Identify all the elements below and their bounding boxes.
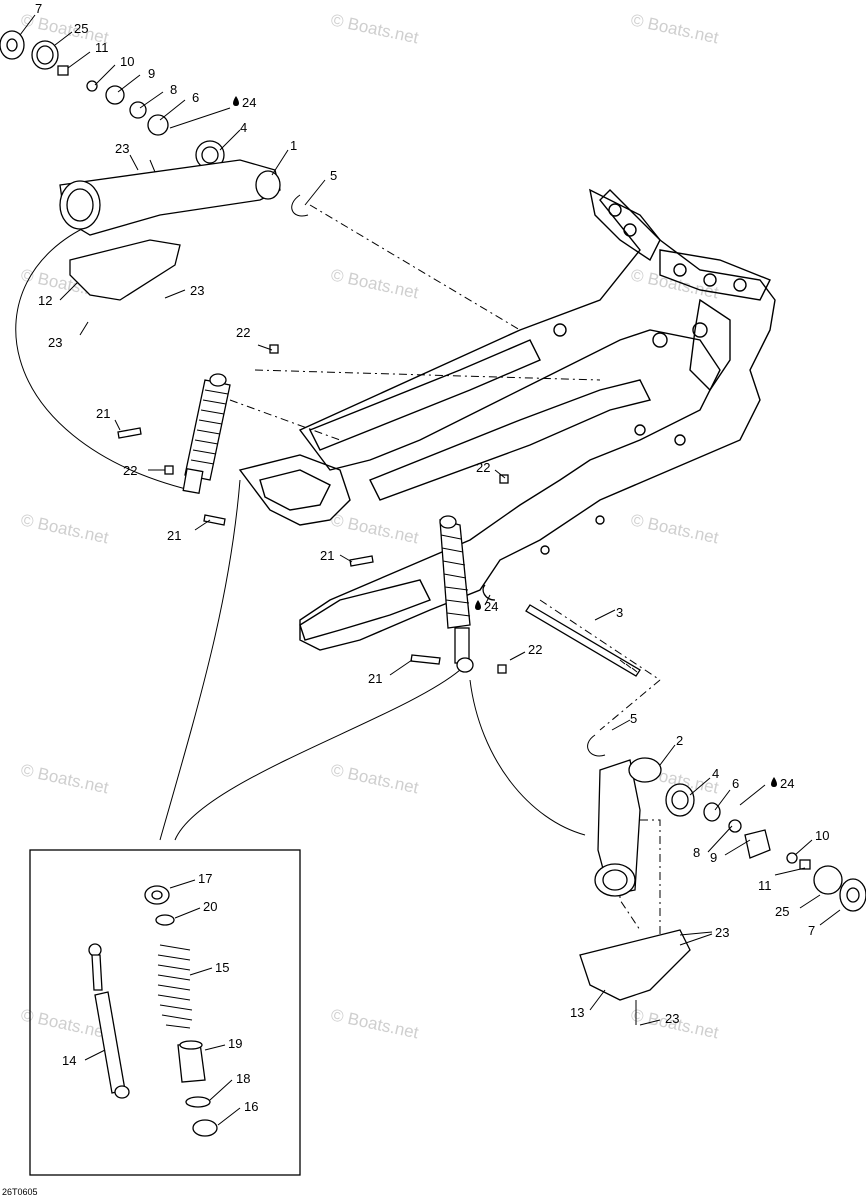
- callout-23: 23: [48, 335, 62, 350]
- callout-11: 11: [758, 878, 772, 893]
- drawing-code: 26T0605: [2, 1187, 38, 1197]
- callout-21: 21: [96, 406, 110, 421]
- callout-20: 20: [203, 899, 217, 914]
- grease-drop-icon: [233, 96, 239, 106]
- callout-22: 22: [476, 460, 490, 475]
- watermark: © Boats.net: [19, 760, 110, 797]
- callout-8: 8: [693, 845, 700, 860]
- callout-8: 8: [170, 82, 177, 97]
- callout-21: 21: [368, 671, 382, 686]
- callout-4: 4: [240, 120, 247, 135]
- callout-24: 24: [780, 776, 794, 791]
- callout-2: 2: [676, 733, 683, 748]
- left-swing-arm-assembly: [0, 30, 309, 301]
- callout-10: 10: [120, 54, 134, 69]
- callout-21: 21: [320, 548, 334, 563]
- callout-25: 25: [74, 21, 88, 36]
- watermark: © Boats.net: [19, 1005, 110, 1042]
- watermark: © Boats.net: [629, 10, 720, 47]
- shock-detail-inset: [29, 849, 301, 1176]
- callout-12: 12: [38, 293, 52, 308]
- callout-24: 24: [242, 95, 256, 110]
- callout-22: 22: [123, 463, 137, 478]
- callout-22: 22: [528, 642, 542, 657]
- callout-7: 7: [808, 923, 815, 938]
- watermark: © Boats.net: [329, 510, 420, 547]
- left-shock-absorber: [117, 344, 279, 526]
- callout-9: 9: [148, 66, 155, 81]
- callout-14: 14: [62, 1053, 76, 1068]
- callout-21: 21: [167, 528, 181, 543]
- callout-23: 23: [190, 283, 204, 298]
- callout-13: 13: [570, 1005, 584, 1020]
- vehicle-frame: [238, 188, 776, 651]
- callout-6: 6: [732, 776, 739, 791]
- callout-labels: 7 25 11 10 9 8 6 24 4 1 23 5 12 23 23 22…: [35, 1, 829, 1114]
- callout-5: 5: [630, 711, 637, 726]
- watermark: © Boats.net: [329, 10, 420, 47]
- callout-24: 24: [484, 599, 498, 614]
- watermark: © Boats.net: [329, 1005, 420, 1042]
- callout-25: 25: [775, 904, 789, 919]
- watermark: © Boats.net: [329, 760, 420, 797]
- callout-15: 15: [215, 960, 229, 975]
- watermark: © Boats.net: [19, 510, 110, 547]
- watermark: © Boats.net: [629, 510, 720, 547]
- axle-shaft: [525, 604, 641, 677]
- callout-23: 23: [665, 1011, 679, 1026]
- grease-drop-icon: [771, 777, 777, 787]
- callout-22: 22: [236, 325, 250, 340]
- callout-16: 16: [244, 1099, 258, 1114]
- callout-5: 5: [330, 168, 337, 183]
- callout-9: 9: [710, 850, 717, 865]
- callout-11: 11: [95, 40, 109, 55]
- callout-23: 23: [715, 925, 729, 940]
- leader-lines: [19, 14, 841, 1126]
- callout-17: 17: [198, 871, 212, 886]
- watermark: © Boats.net: [329, 265, 420, 302]
- callout-18: 18: [236, 1071, 250, 1086]
- callout-3: 3: [616, 605, 623, 620]
- callout-1: 1: [290, 138, 297, 153]
- callout-4: 4: [712, 766, 719, 781]
- callout-19: 19: [228, 1036, 242, 1051]
- right-swing-arm-assembly: [579, 734, 866, 1001]
- callout-6: 6: [192, 90, 199, 105]
- callout-7: 7: [35, 1, 42, 16]
- routing-curves: [15, 224, 586, 841]
- callout-23: 23: [115, 141, 129, 156]
- right-shock-absorber: [349, 474, 509, 674]
- grease-drop-icon: [475, 600, 481, 610]
- callout-10: 10: [815, 828, 829, 843]
